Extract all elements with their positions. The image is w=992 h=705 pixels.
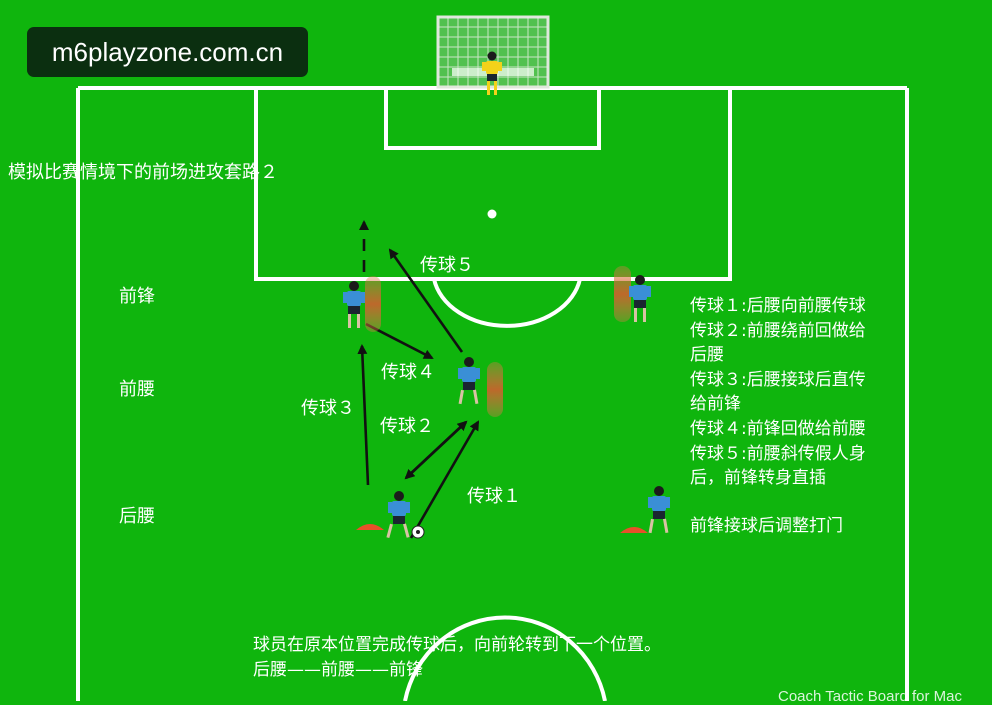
dummy-near-forward [365,276,381,332]
legend-line: 传球１:后腰向前腰传球 [690,296,866,316]
pass-arrows [357,220,480,539]
cone-right [620,527,648,533]
pass3-label: 传球３ [301,398,355,419]
diagram-title: 模拟比赛情境下的前场进攻套路２ [8,162,278,183]
legend-line: 传球５:前腰斜传假人身 [690,443,866,464]
legend-line: 传球４:前锋回做给前腰 [690,418,866,439]
legend-line: 传球２:前腰绕前回做给 [690,320,866,341]
player-defensive-mid [386,491,410,539]
legend-line: 给前锋 [690,394,741,415]
site-badge[interactable]: m6playzone.com.cn [27,27,308,77]
pass5-label: 传球５ [420,255,474,276]
legend-finish-note: 前锋接球后调整打门 [690,516,843,536]
center-circle [403,615,607,701]
pass1-label: 传球１ [467,486,521,507]
penalty-box [254,86,732,281]
pass3-arrow [357,344,370,486]
penalty-spot [487,209,497,219]
pass1-arrow [409,420,480,539]
app-watermark: Coach Tactic Board for Mac [778,688,962,705]
pass4-label: 传球４ [381,362,435,383]
position-label-forward: 前锋 [119,286,155,307]
player-right-forward [629,275,651,322]
player-attacking-mid [458,357,480,405]
rotation-note-line: 球员在原本位置完成传球后，向前轮转到下一个位置。 [253,635,661,655]
pass-legend: 传球１:后腰向前腰传球 传球２:前腰绕前回做给 后腰 传球３:后腰接球后直传 给… [690,294,910,491]
legend-line: 传球３:后腰接球后直传 [690,369,866,390]
dummy-near-mid [487,362,503,417]
cones [356,524,648,533]
goalkeeper [482,51,502,95]
legend-line: 后腰 [690,345,724,366]
player-forward [343,281,365,328]
player-right-defensive-mid [648,486,670,534]
penalty-arc [432,278,582,328]
goal-area [384,86,601,150]
position-label-defensive-mid: 后腰 [119,506,155,527]
pass2-label: 传球２ [380,416,434,437]
pass5-arrow [388,248,464,353]
cone-left [356,524,384,530]
ball [411,525,425,539]
pass2-arrow-reverse [405,420,468,479]
position-label-attacking-mid: 前腰 [119,379,155,400]
dummy-defenders [365,266,631,417]
legend-line: 后，前锋转身直插 [690,468,826,489]
dummy-right [614,266,631,322]
rotation-note: 球员在原本位置完成传球后，向前轮转到下一个位置。 后腰——前腰——前锋 [253,633,661,683]
rotation-note-line: 后腰——前腰——前锋 [253,660,423,680]
